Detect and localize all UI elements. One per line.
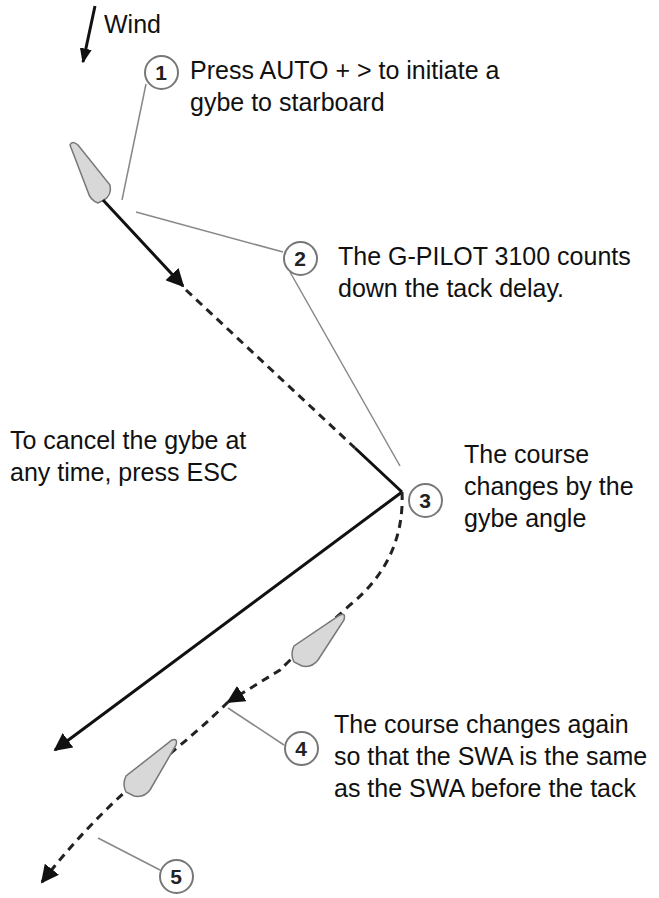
callout-circle: 1 [144,55,179,90]
wind-label: Wind [104,8,194,40]
leader-line [228,708,284,745]
step-note: The course changes again so that the SWA… [334,708,649,804]
step-note: The course changes by the gybe angle [464,438,644,534]
dashed-course [186,290,355,448]
callout-number: 3 [419,490,431,511]
step-note: To cancel the gybe at any time, press ES… [10,424,260,488]
boat [70,143,110,204]
leader-line [122,84,146,200]
boat [292,614,345,666]
callout-number: 4 [295,738,307,759]
leader-line [136,212,283,252]
leader-line [98,838,160,870]
step-note: Press AUTO + > to initiate a gybe to sta… [190,54,520,118]
callout-number: 2 [294,248,306,269]
callout-circle: 2 [283,241,318,276]
dashed-course [228,492,402,702]
callout-number: 5 [170,866,182,887]
callout-circle: 5 [159,859,194,894]
step-note: The G-PILOT 3100 counts down the tack de… [338,240,643,304]
course-line [355,448,402,492]
course-line [103,200,183,286]
dashed-course [42,702,228,882]
callout-circle: 4 [284,731,319,766]
wind-arrow [83,6,95,62]
callout-number: 1 [155,62,167,83]
callout-circle: 3 [408,483,443,518]
boat [124,740,177,797]
